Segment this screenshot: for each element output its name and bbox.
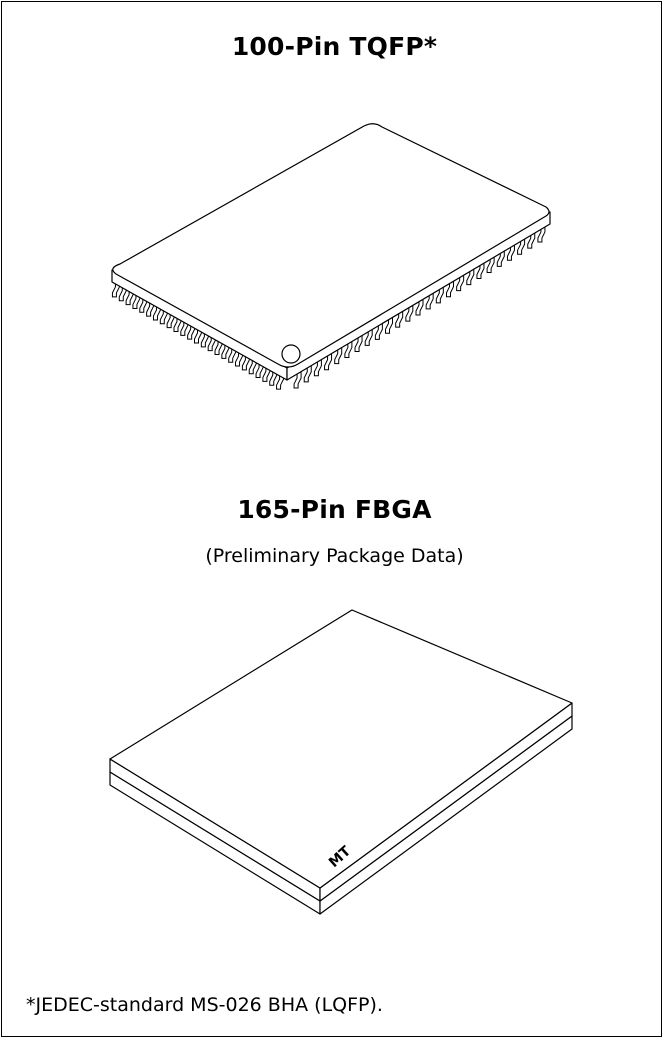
tqfp-lead (303, 364, 312, 383)
tqfp-lead (344, 340, 353, 359)
tqfp-lead (364, 328, 373, 346)
tqfp-lead (415, 298, 424, 316)
tqfp-lead (334, 346, 343, 365)
tqfp-lead (476, 261, 485, 280)
tqfp-lead (200, 329, 209, 348)
fbga-title: 165-Pin FBGA (237, 495, 432, 524)
tqfp-lead (445, 279, 454, 298)
tqfp-lead (187, 322, 196, 340)
tqfp-lead (354, 334, 363, 352)
tqfp-leads-right (293, 225, 546, 389)
tqfp-lead (395, 310, 404, 328)
fbga-package-drawing: MT (109, 609, 573, 915)
tqfp-lead (118, 283, 127, 302)
tqfp-lead (173, 314, 182, 332)
tqfp-lead (527, 231, 536, 249)
fbga-body-top (109, 609, 573, 889)
tqfp-lead (313, 358, 322, 377)
tqfp-lead (262, 364, 271, 382)
tqfp-lead (111, 279, 120, 298)
pin1-indicator (281, 344, 301, 364)
tqfp-lead (435, 285, 444, 304)
tqfp-lead (486, 255, 495, 273)
tqfp-lead (293, 370, 302, 389)
tqfp-lead (132, 291, 141, 309)
tqfp-lead (228, 345, 237, 363)
tqfp-lead (456, 273, 465, 292)
footnote: *JEDEC-standard MS-026 BHA (LQFP). (26, 994, 383, 1016)
tqfp-lead (466, 267, 475, 286)
tqfp-lead (324, 352, 333, 371)
tqfp-lead (425, 291, 434, 310)
tqfp-lead (152, 302, 161, 321)
tqfp-lead (125, 287, 134, 306)
tqfp-lead (207, 333, 216, 352)
tqfp-lead (241, 352, 250, 371)
tqfp-lead (166, 310, 175, 329)
tqfp-package-drawing (111, 123, 551, 390)
tqfp-lead (405, 304, 414, 322)
tqfp-leads-left (111, 279, 285, 390)
tqfp-lead (269, 368, 278, 386)
tqfp-lead (248, 356, 257, 375)
tqfp-lead (276, 372, 285, 390)
tqfp-lead (385, 316, 394, 334)
tqfp-lead (139, 295, 148, 313)
tqfp-lead (221, 341, 230, 359)
tqfp-lead (506, 243, 515, 261)
tqfp-body-top (112, 123, 550, 368)
tqfp-lead (214, 337, 223, 356)
tqfp-lead (146, 299, 155, 317)
tqfp-lead (235, 349, 244, 367)
tqfp-lead (255, 360, 264, 379)
tqfp-lead (159, 306, 168, 325)
tqfp-lead (537, 225, 546, 243)
tqfp-lead (180, 318, 189, 336)
fbga-subtitle: (Preliminary Package Data) (205, 545, 464, 567)
tqfp-lead (496, 249, 505, 267)
tqfp-lead (194, 326, 202, 344)
tqfp-lead (517, 237, 526, 255)
tqfp-lead (374, 322, 383, 340)
tqfp-title: 100-Pin TQFP* (231, 32, 438, 61)
